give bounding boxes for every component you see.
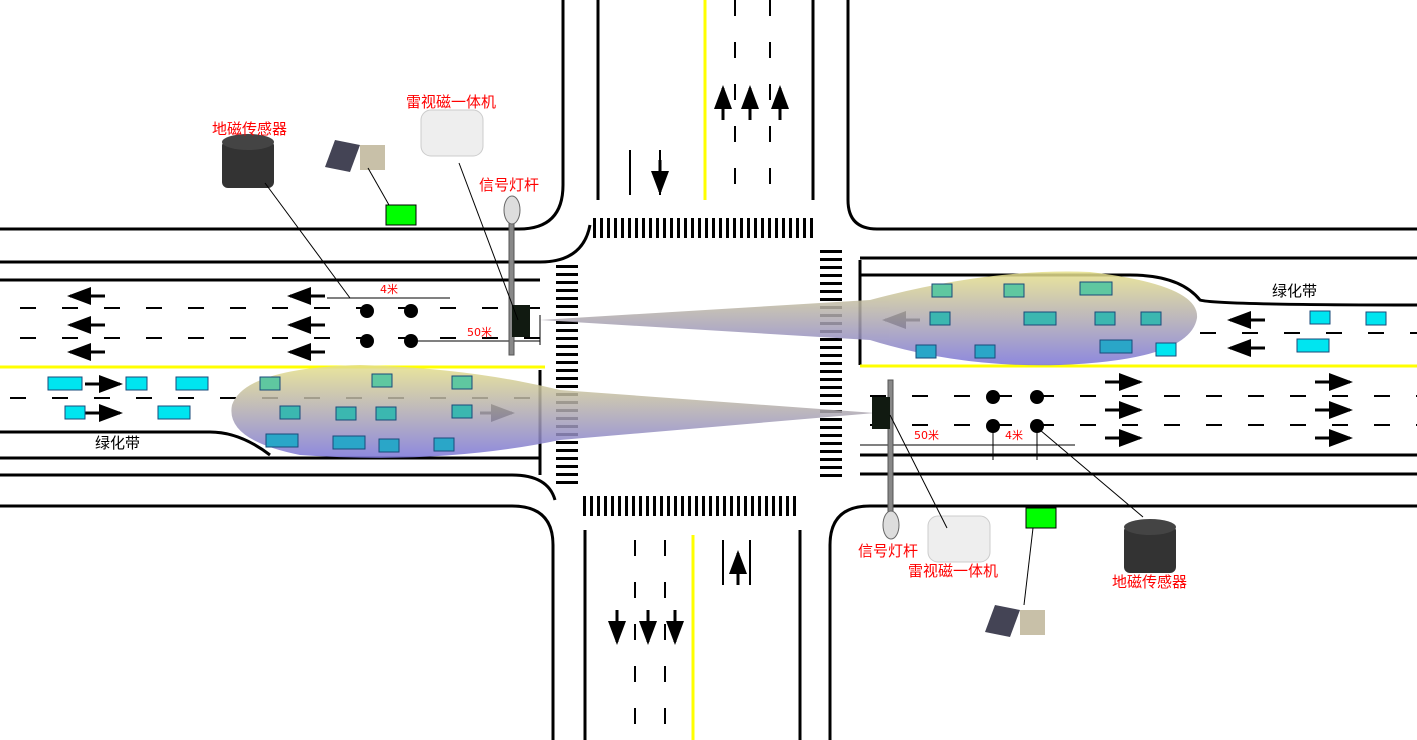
lane-dashes bbox=[10, 0, 1417, 740]
geomagnetic-sensor-icon bbox=[222, 134, 274, 188]
radar-video-unit-label: 雷视磁一体机 bbox=[908, 562, 998, 580]
radar-video-unit-label: 雷视磁一体机 bbox=[406, 93, 496, 111]
signal-pole-label: 信号灯杆 bbox=[858, 542, 918, 560]
controller-box-icon bbox=[1025, 507, 1057, 529]
distance-50m-label: 50米 bbox=[914, 429, 939, 442]
green-belt-label: 绿化带 bbox=[1272, 282, 1317, 300]
leader-lines bbox=[264, 162, 1144, 606]
text-labels: 地磁传感器 雷视磁一体机 信号灯杆 4米 50米 绿化带 绿化带 50米 4米 … bbox=[95, 93, 1317, 591]
geomagnetic-sensor-label: 地磁传感器 bbox=[1112, 573, 1187, 591]
radar-detection-zones bbox=[231, 271, 1198, 458]
distance-4m-label: 4米 bbox=[380, 283, 398, 296]
solar-panel-icon bbox=[325, 140, 385, 172]
solar-panel-icon bbox=[985, 605, 1045, 637]
distance-50m-label: 50米 bbox=[467, 326, 492, 339]
controller-box-icon bbox=[385, 204, 417, 226]
devices bbox=[222, 109, 1176, 637]
distance-4m-label: 4米 bbox=[1005, 429, 1023, 442]
signal-pole-label: 信号灯杆 bbox=[479, 176, 539, 194]
crosswalks bbox=[556, 218, 842, 516]
dimension-lines bbox=[327, 297, 1075, 460]
radar-video-unit-icon bbox=[420, 109, 484, 157]
geomagnetic-sensor-label: 地磁传感器 bbox=[212, 120, 287, 138]
vehicles bbox=[47, 281, 1387, 453]
green-belt-label: 绿化带 bbox=[95, 434, 140, 452]
geomagnetic-sensor-icon bbox=[1124, 519, 1176, 573]
signal-poles bbox=[503, 195, 900, 540]
radar-video-unit-icon bbox=[927, 515, 991, 563]
